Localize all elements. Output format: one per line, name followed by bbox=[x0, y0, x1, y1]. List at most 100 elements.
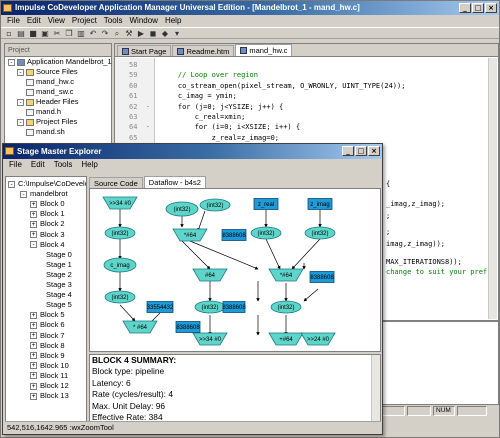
save-all-icon[interactable]: ▣ bbox=[41, 28, 49, 38]
code-line: 63 c_real=xmin; bbox=[115, 112, 498, 122]
tree-root[interactable]: -C:\Impulse\CoDevelop bbox=[8, 179, 86, 189]
debug-icon[interactable]: ◆ bbox=[161, 28, 169, 38]
collapse-icon[interactable]: - bbox=[8, 58, 15, 66]
project-tree-item[interactable]: - Application Mandelbrot_1 bbox=[5, 57, 112, 67]
expand-icon[interactable]: + bbox=[30, 342, 37, 350]
expand-icon[interactable]: + bbox=[30, 332, 37, 340]
tree-stage[interactable]: Stage 0 bbox=[46, 250, 72, 260]
project-tree-item[interactable]: -Project Files bbox=[5, 117, 111, 127]
minimize-button[interactable]: _ bbox=[459, 3, 471, 13]
tree-block[interactable]: +Block 9 bbox=[30, 351, 65, 361]
project-tree-item[interactable]: -Source Files bbox=[5, 67, 111, 77]
tree-stage[interactable]: Stage 4 bbox=[46, 290, 72, 300]
sme-titlebar[interactable]: Stage Master Explorer _ □ × bbox=[3, 144, 382, 159]
summary-scrollbar[interactable] bbox=[371, 355, 380, 421]
expand-icon[interactable]: + bbox=[30, 362, 37, 370]
paste-icon[interactable]: ▥ bbox=[77, 28, 85, 38]
tree-block[interactable]: +Block 6 bbox=[30, 320, 65, 330]
editor-vertical-scrollbar[interactable] bbox=[488, 58, 497, 319]
tree-function[interactable]: -mandelbrot bbox=[20, 189, 68, 199]
maximize-button[interactable]: □ bbox=[472, 3, 484, 13]
collapse-icon[interactable]: - bbox=[30, 241, 37, 249]
collapse-icon[interactable]: - bbox=[17, 68, 24, 76]
expand-icon[interactable]: + bbox=[30, 352, 37, 360]
close-button[interactable]: × bbox=[485, 3, 497, 13]
collapse-icon[interactable]: - bbox=[17, 118, 24, 126]
cut-icon[interactable]: ✂ bbox=[53, 28, 61, 38]
project-tree-label: Application Mandelbrot_1 bbox=[27, 57, 112, 66]
menu-project[interactable]: Project bbox=[71, 16, 97, 25]
expand-icon[interactable]: + bbox=[30, 382, 37, 390]
collapse-icon[interactable]: - bbox=[17, 98, 24, 106]
menu-file[interactable]: File bbox=[7, 16, 20, 25]
tree-label: mandelbrot bbox=[30, 189, 68, 199]
new-file-icon[interactable]: ▫ bbox=[6, 28, 12, 38]
redo-icon[interactable]: ↷ bbox=[101, 28, 109, 38]
tree-block[interactable]: +Block 2 bbox=[30, 219, 65, 229]
stop-icon[interactable]: ◼ bbox=[149, 28, 157, 38]
expand-icon[interactable]: + bbox=[30, 372, 37, 380]
sme-menu-help[interactable]: Help bbox=[81, 160, 98, 169]
dropdown-arrow-icon[interactable]: ▾ bbox=[174, 28, 179, 38]
tab-dataflow[interactable]: Dataflow - b4s2 bbox=[143, 176, 206, 188]
project-tree-item[interactable]: mand.sh bbox=[5, 127, 111, 137]
expand-icon[interactable]: + bbox=[30, 220, 37, 228]
expand-icon[interactable]: + bbox=[30, 231, 37, 239]
menu-view[interactable]: View bbox=[47, 16, 65, 25]
tree-block[interactable]: -Block 4 bbox=[30, 240, 65, 250]
tree-block[interactable]: +Block 10 bbox=[30, 361, 69, 371]
sme-menu-edit[interactable]: Edit bbox=[30, 160, 45, 169]
expand-icon[interactable]: + bbox=[30, 200, 37, 208]
sme-maximize-button[interactable]: □ bbox=[355, 146, 367, 156]
project-tree-item[interactable]: mand_hw.c bbox=[5, 77, 111, 87]
sme-close-button[interactable]: × bbox=[368, 146, 380, 156]
tab-source-code[interactable]: Source Code bbox=[89, 177, 143, 188]
tab-readme[interactable]: Readme.htm bbox=[172, 45, 235, 56]
code-fragment: _imag,z_imag); bbox=[386, 200, 446, 208]
expand-icon[interactable]: + bbox=[30, 210, 37, 218]
codeveloper-titlebar[interactable]: Impulse CoDeveloper Application Manager … bbox=[1, 1, 499, 15]
line-number: 65 bbox=[129, 133, 138, 142]
tab-start-page[interactable]: Start Page bbox=[117, 45, 172, 56]
menu-tools[interactable]: Tools bbox=[103, 16, 123, 25]
fold-marker[interactable]: - bbox=[146, 102, 150, 110]
tree-block[interactable]: +Block 1 bbox=[30, 209, 65, 219]
tree-block[interactable]: +Block 8 bbox=[30, 341, 65, 351]
copy-icon[interactable]: ❐ bbox=[65, 28, 73, 38]
tree-stage[interactable]: Stage 5 bbox=[46, 300, 72, 310]
open-folder-icon[interactable]: ▤ bbox=[17, 28, 25, 38]
tree-block[interactable]: +Block 0 bbox=[30, 199, 65, 209]
expand-icon[interactable]: + bbox=[30, 321, 37, 329]
tree-block[interactable]: +Block 11 bbox=[30, 371, 68, 381]
undo-icon[interactable]: ↶ bbox=[89, 28, 97, 38]
project-tree-item[interactable]: mand_sw.c bbox=[5, 87, 111, 97]
fold-marker[interactable]: - bbox=[146, 123, 150, 131]
menu-window[interactable]: Window bbox=[129, 16, 158, 25]
tree-stage[interactable]: Stage 3 bbox=[46, 280, 72, 290]
find-icon[interactable]: ⌕ bbox=[114, 28, 120, 38]
expand-icon[interactable]: + bbox=[30, 311, 37, 319]
project-tree-item[interactable]: -Header Files bbox=[5, 97, 111, 107]
sme-menu-tools[interactable]: Tools bbox=[53, 160, 73, 169]
run-icon[interactable]: ▶ bbox=[137, 28, 145, 38]
save-icon[interactable]: ■ bbox=[29, 28, 37, 38]
collapse-icon[interactable]: - bbox=[20, 190, 27, 198]
tab-mand-hw[interactable]: mand_hw.c bbox=[235, 44, 293, 56]
sme-menu-file[interactable]: File bbox=[9, 160, 22, 169]
tree-block[interactable]: +Block 3 bbox=[30, 230, 65, 240]
tree-block[interactable]: +Block 12 bbox=[30, 381, 69, 391]
tree-stage[interactable]: Stage 2 bbox=[46, 270, 72, 280]
sme-minimize-button[interactable]: _ bbox=[342, 146, 354, 156]
menu-edit[interactable]: Edit bbox=[26, 16, 41, 25]
tree-block[interactable]: +Block 7 bbox=[30, 331, 65, 341]
line-number: 59 bbox=[129, 71, 138, 80]
tree-stage[interactable]: Stage 1 bbox=[46, 260, 72, 270]
collapse-icon[interactable]: - bbox=[8, 180, 15, 188]
expand-icon[interactable]: + bbox=[30, 392, 37, 400]
tree-block[interactable]: +Block 13 bbox=[30, 391, 69, 401]
project-tree-item[interactable]: mand.h bbox=[5, 107, 111, 117]
tree-block[interactable]: +Block 5 bbox=[30, 310, 65, 320]
build-icon[interactable]: ⚒ bbox=[125, 28, 133, 38]
menu-help[interactable]: Help bbox=[164, 16, 182, 25]
